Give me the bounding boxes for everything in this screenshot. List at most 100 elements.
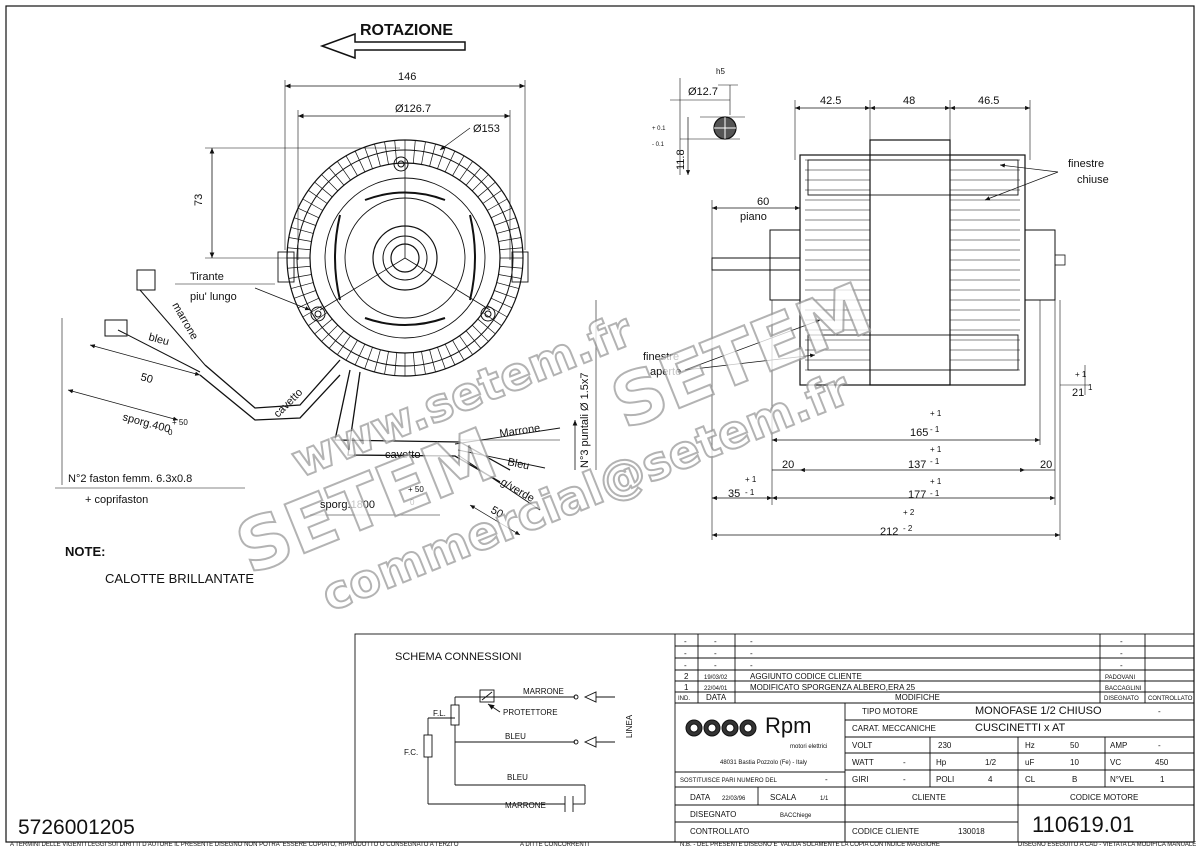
housing-fin	[328, 330, 345, 349]
svg-text:-: -	[714, 637, 717, 646]
tol-35-minus: - 1	[745, 488, 755, 497]
piano-label: piano	[740, 211, 767, 223]
dim-46-5: 46.5	[978, 95, 999, 107]
sostituisce-dash: -	[825, 775, 828, 784]
housing-fin	[477, 181, 496, 198]
faston-label: N°2 faston femm. 6.3x0.8	[68, 473, 192, 485]
carat-mecc-label: CARAT. MECCANICHE	[852, 724, 936, 733]
tol2-plus: + 50	[408, 485, 424, 494]
tol-137-plus: + 1	[930, 445, 942, 454]
shaft-tol-minus: - 0.1	[652, 142, 665, 148]
codice-motore-label: CODICE MOTORE	[1070, 793, 1138, 802]
tol-212-plus: + 2	[903, 508, 915, 517]
housing-fin	[287, 247, 311, 251]
housing-fin	[498, 237, 522, 242]
rev-1-no: 1	[684, 683, 689, 692]
housing-fin	[337, 335, 351, 355]
part-number: 5726001205	[18, 816, 135, 839]
housing-fin	[487, 198, 508, 211]
schema-linea: LINEA	[625, 714, 634, 738]
housing-fin	[354, 150, 366, 173]
tirante-label-2: piu' lungo	[190, 291, 237, 303]
marrone-label-2: Marrone	[499, 422, 541, 440]
nvel-label: N°VEL	[1110, 775, 1135, 784]
coprifaston-label: + coprifaston	[85, 494, 148, 506]
housing-fin	[314, 318, 333, 335]
svg-text:-: -	[750, 649, 753, 658]
dim-20-b: 20	[1040, 459, 1052, 471]
schema-marrone: MARRONE	[523, 687, 564, 696]
giri-label: GIRI	[852, 775, 868, 784]
housing-fin	[477, 318, 496, 335]
uf-label: uF	[1025, 758, 1034, 767]
shaft-h5: h5	[716, 67, 725, 76]
rev-h-ind: IND.	[678, 696, 690, 702]
svg-text:-: -	[1120, 637, 1123, 646]
dim-146: 146	[398, 71, 416, 83]
vc-value: 450	[1155, 758, 1169, 767]
housing-fin	[490, 297, 513, 309]
uf-value: 10	[1070, 758, 1079, 767]
hp-label: Hp	[936, 758, 947, 767]
shaft-diameter: Ø12.7	[688, 86, 718, 98]
housing-fin	[471, 174, 489, 192]
housing-fin	[374, 143, 381, 167]
tol-plus50: + 50	[172, 418, 188, 427]
amp-label: AMP	[1110, 741, 1127, 750]
schema-bleu: BLEU	[505, 732, 526, 741]
svg-text:-: -	[750, 637, 753, 646]
controllato-label: CONTROLLATO	[690, 827, 749, 836]
finestre-aperte-1: finestre	[643, 351, 679, 363]
housing-fin	[494, 290, 517, 299]
hz-value: 50	[1070, 741, 1079, 750]
rev-2-by: PADOVANI	[1105, 675, 1135, 681]
cl-value: B	[1072, 775, 1077, 784]
hz-label: Hz	[1025, 741, 1035, 750]
housing-fin	[496, 282, 520, 289]
cliente-label: CLIENTE	[912, 793, 946, 802]
watt-label: WATT	[852, 758, 874, 767]
dim-48: 48	[903, 95, 915, 107]
housing-fin	[496, 227, 520, 234]
housing-fin	[429, 349, 436, 373]
company-address: 48031 Bastia Pozzolo (Fe) - Italy	[720, 760, 807, 766]
housing-fin	[364, 347, 373, 370]
scala-value: 1/1	[820, 796, 829, 802]
svg-text:-: -	[750, 661, 753, 670]
housing-fin	[308, 312, 328, 326]
sostituisce-label: SOSTITUISCE PARI NUMERO DEL	[680, 778, 778, 784]
svg-text:-: -	[1120, 661, 1123, 670]
tol-177-minus: - 1	[930, 489, 940, 498]
rotation-arrow: ROTAZIONE	[319, 22, 466, 60]
tol-137-minus: - 1	[930, 457, 940, 466]
housing-fin	[459, 161, 473, 181]
housing-fin	[499, 247, 523, 251]
watt-value: -	[903, 758, 906, 767]
housing-fin	[288, 274, 312, 279]
housing-fin	[498, 274, 522, 279]
housing-fin	[412, 352, 416, 376]
data-value: 22/03/96	[722, 796, 746, 802]
carat-mecc-value: CUSCINETTI x AT	[975, 722, 1066, 734]
housing-fin	[354, 343, 366, 366]
dim-165: 165	[910, 427, 928, 439]
finestre-chiuse-2: chiuse	[1077, 174, 1109, 186]
front-view	[55, 80, 597, 536]
company-sub: motori elettrici	[790, 744, 827, 750]
dim-212: 212	[880, 526, 898, 538]
rev-1-desc: MODIFICATO SPORGENZA ALBERO,ERA 25	[750, 683, 916, 692]
finestre-aperte-2: aperte	[650, 366, 681, 378]
tol-zero: 0	[168, 428, 173, 437]
housing-fin	[482, 190, 502, 204]
housing-fin	[412, 140, 416, 164]
wire-marrone-label: marrone	[169, 301, 200, 342]
housing-fin	[314, 181, 333, 198]
svg-text:-: -	[684, 661, 687, 670]
dim-11-8: 11.8	[675, 149, 687, 170]
housing-fin	[452, 155, 465, 176]
note-text: CALOTTE BRILLANTATE	[105, 571, 254, 586]
sporg-400-label: sporg.400	[121, 411, 171, 435]
revision-dashes: - - - - - - - - - - - -	[684, 637, 1123, 670]
dim-50-b: 50	[489, 504, 506, 521]
housing-fin	[287, 265, 311, 269]
